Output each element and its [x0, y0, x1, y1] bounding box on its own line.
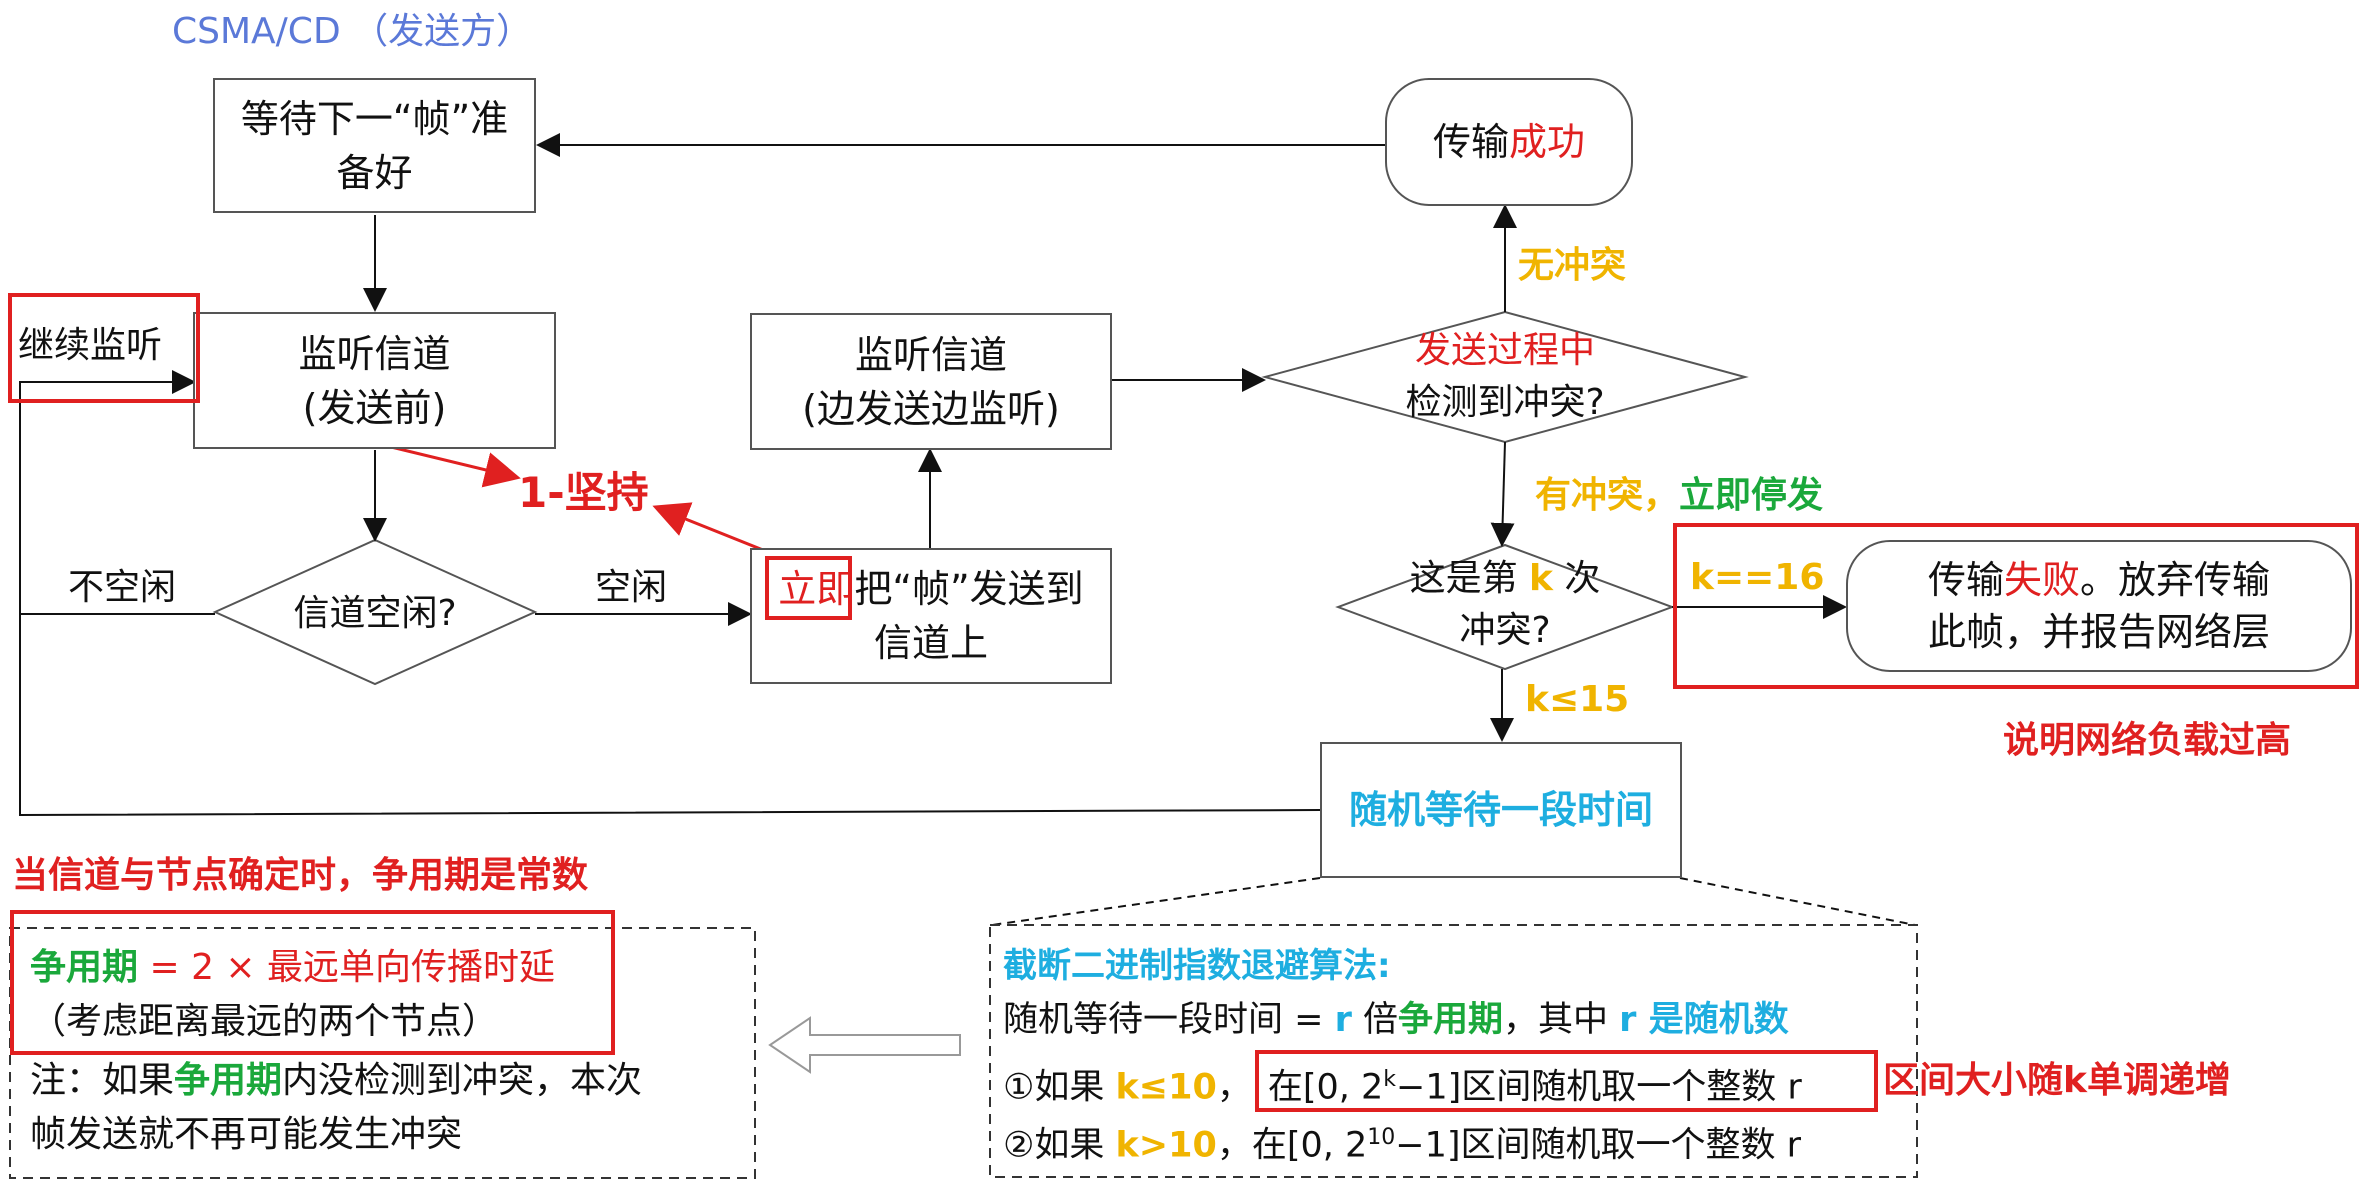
- right-note-box: [989, 924, 1918, 1178]
- l3-sup: 10: [1367, 1125, 1396, 1150]
- idle-label: 空闲: [595, 567, 668, 608]
- transmit-success-pill: 传输成功: [1385, 78, 1633, 206]
- success-prefix: 传输: [1432, 120, 1509, 164]
- l1-c: ，其中: [1503, 1000, 1620, 1040]
- diagram-title: CSMA/CD （发送方）: [172, 11, 533, 52]
- fail-line1: 传输失败。放弃传输: [1928, 554, 2270, 606]
- wait-next-frame-box: 等待下一“帧”准 备好: [213, 78, 536, 213]
- kth-prefix: 这是第: [1409, 558, 1530, 599]
- k16-label: k==16: [1690, 557, 1825, 598]
- backoff-line1: 随机等待一段时间 = r 倍争用期，其中 r 是随机数: [1003, 992, 1789, 1048]
- not-idle-label: 不空闲: [68, 567, 177, 608]
- listen-during-box: 监听信道 (边发送边监听): [750, 313, 1112, 450]
- stop-immediately: 立即停发: [1679, 475, 1824, 516]
- detect-line2: 检测到冲突?: [1405, 382, 1605, 423]
- l2-range-b: −1]区间随机取一个整数 r: [1396, 1067, 1802, 1108]
- fail-rest: 。放弃传输: [2080, 558, 2271, 602]
- l2-cond: k≤10: [1115, 1067, 1217, 1108]
- left-note-line1: 注：如果争用期内没检测到冲突，本次: [30, 1053, 642, 1109]
- overload-note: 说明网络负载过高: [2003, 720, 2292, 761]
- channel-idle-label: 信道空闲?: [293, 593, 457, 634]
- hollow-left-arrow: [768, 1016, 961, 1074]
- kth-suffix: 次: [1552, 558, 1601, 599]
- l2-b: ，: [1216, 1067, 1252, 1108]
- channel-idle-diamond: [212, 538, 538, 686]
- one-persistent-label: 1-坚持: [518, 468, 649, 517]
- listen-before-line1: 监听信道: [298, 331, 451, 376]
- left-note-line2: 帧发送就不再可能发生冲突: [30, 1114, 463, 1155]
- send-line2: 信道上: [873, 621, 988, 665]
- l3-cond: k>10: [1115, 1125, 1217, 1166]
- random-wait-text: 随机等待一段时间: [1348, 788, 1653, 832]
- kth-collision-label: 这是第 k 次 冲突?: [1385, 553, 1625, 657]
- l1-d: 是随机数: [1636, 1000, 1789, 1040]
- note-a: 注：如果: [30, 1060, 175, 1101]
- l1-b: 倍: [1351, 1000, 1398, 1040]
- transmit-fail-pill: 传输失败。放弃传输 此帧，并报告网络层: [1846, 540, 2352, 672]
- listen-during-line1: 监听信道: [854, 332, 1007, 377]
- has-collision-label: 有冲突，立即停发: [1535, 468, 1823, 524]
- success-word: 成功: [1509, 120, 1586, 164]
- kth-k: k: [1529, 558, 1553, 599]
- send-line1: 立即把“帧”发送到: [778, 562, 1083, 616]
- backoff-heading: 截断二进制指数退避算法:: [1003, 946, 1391, 986]
- l2-a: ①如果: [1003, 1067, 1116, 1108]
- fail-line2: 此帧，并报告网络层: [1927, 610, 2270, 654]
- immediate-highlight: [765, 556, 852, 620]
- no-collision-label: 无冲突: [1518, 245, 1627, 286]
- l2-range-a: 在[0, 2: [1267, 1067, 1384, 1108]
- l2-sup: k: [1383, 1067, 1397, 1092]
- note-b: 内没检测到冲突，本次: [282, 1060, 643, 1101]
- interval-highlight: [1255, 1050, 1878, 1112]
- cp-formula-line: 争用期 = 2 × 最远单向传播时延: [30, 940, 555, 996]
- listen-before-line2: (发送前): [302, 385, 447, 430]
- random-wait-box: 随机等待一段时间: [1320, 742, 1682, 878]
- wait-frame-line2: 备好: [336, 150, 413, 195]
- success-text: 传输成功: [1433, 115, 1585, 169]
- cp-word: 争用期: [30, 947, 139, 988]
- l1-r: r: [1334, 1000, 1352, 1040]
- fail-prefix: 传输: [1927, 558, 2004, 602]
- send-immediate-word: 立即: [778, 567, 855, 611]
- cp-sub-line: （考虑距离最远的两个节点）: [30, 1001, 499, 1042]
- continue-listen-highlight: [8, 293, 200, 403]
- left-note-box: [9, 927, 756, 1179]
- kth-line1: 这是第 k 次: [1385, 553, 1625, 605]
- detect-line1: 发送过程中: [1414, 330, 1595, 371]
- note-cp: 争用期: [174, 1060, 283, 1101]
- backoff-line3: ②如果 k>10，在[0, 210−1]区间随机取一个整数 r: [1003, 1110, 1801, 1174]
- collision-detect-diamond: [1261, 310, 1749, 444]
- interval-growth-note: 区间大小随k单调递增: [1883, 1060, 2231, 1101]
- contention-const-note: 当信道与节点确定时，争用期是常数: [12, 855, 589, 896]
- listen-before-box: 监听信道 (发送前): [193, 312, 556, 449]
- has-collision-a: 有冲突，: [1535, 475, 1680, 516]
- collision-detect-label: 发送过程中 检测到冲突?: [1345, 325, 1665, 429]
- l3-b: ，在[0, 2: [1216, 1125, 1368, 1166]
- kth-line2: 冲突?: [1459, 610, 1551, 651]
- send-line1-rest: 把“帧”发送到: [854, 567, 1084, 611]
- l3-c: −1]区间随机取一个整数 r: [1395, 1125, 1802, 1166]
- listen-during-line2: (边发送边监听): [802, 386, 1060, 431]
- fail-word: 失败: [2003, 558, 2080, 602]
- l3-a: ②如果: [1003, 1125, 1116, 1166]
- l1-cp: 争用期: [1397, 1000, 1503, 1040]
- cp-highlight: [10, 910, 615, 1055]
- l1-a: 随机等待一段时间 =: [1003, 1000, 1335, 1040]
- l1-r2: r: [1619, 1000, 1637, 1040]
- wait-frame-line1: 等待下一“帧”准: [240, 96, 509, 141]
- cp-formula: = 2 × 最远单向传播时延: [138, 947, 556, 988]
- k15-label: k≤15: [1525, 679, 1630, 720]
- backoff-line2: ①如果 k≤10， 在[0, 2k−1]区间随机取一个整数 r: [1003, 1052, 1802, 1116]
- continue-listen-label: 继续监听: [18, 325, 163, 366]
- fail-highlight: [1673, 523, 2359, 689]
